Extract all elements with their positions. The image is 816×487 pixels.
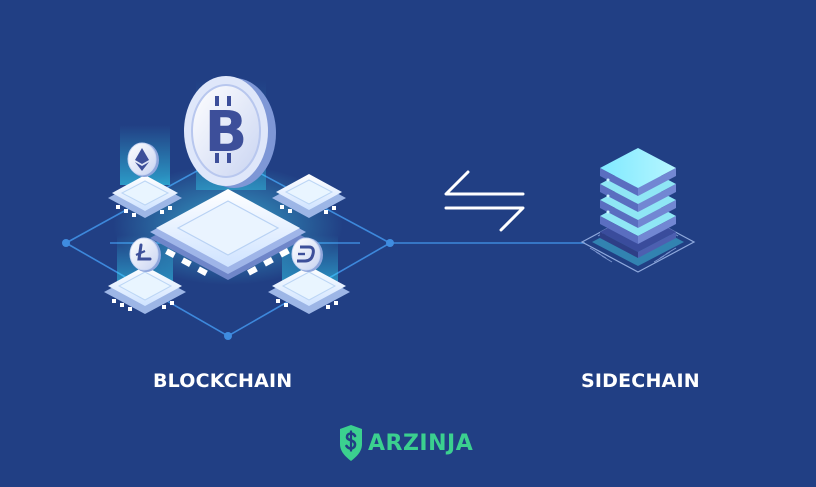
satellite-chip-top-left xyxy=(108,175,182,218)
brand-logo: ARZINJA xyxy=(338,423,473,463)
shield-dollar-icon xyxy=(340,425,362,461)
bitcoin-coin-icon: B xyxy=(184,76,276,188)
litecoin-icon xyxy=(129,237,161,272)
svg-text:B: B xyxy=(205,100,248,165)
brand-name: ARZINJA xyxy=(368,430,474,456)
satellite-chip-top-right xyxy=(272,174,346,218)
blockchain-label: BLOCKCHAIN xyxy=(153,370,293,392)
central-chip xyxy=(150,189,306,280)
satellite-chip-bottom-right xyxy=(268,266,350,314)
satellite-chip-bottom-left xyxy=(104,266,186,314)
swap-arrows-icon xyxy=(444,170,525,232)
sidechain-label: SIDECHAIN xyxy=(581,370,700,392)
dash-icon xyxy=(291,237,323,272)
server-stack-icon xyxy=(580,148,696,273)
ethereum-icon xyxy=(127,142,159,177)
